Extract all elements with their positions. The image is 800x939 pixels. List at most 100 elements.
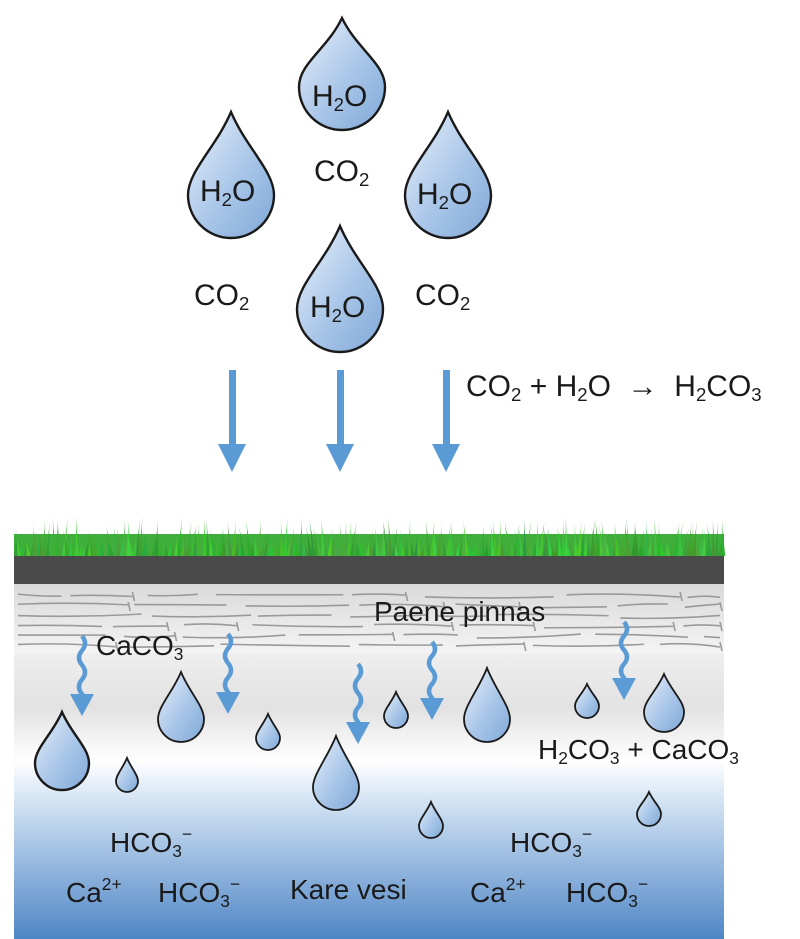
grass-blade (542, 524, 550, 556)
stratum-crack (450, 621, 455, 632)
grass-blade (183, 532, 188, 556)
grass-blade (538, 519, 545, 556)
grass-blade (432, 522, 438, 556)
grass-blade (103, 530, 108, 556)
grass-blade (513, 526, 521, 556)
stratum-line (476, 633, 581, 639)
grass-blade (462, 517, 470, 556)
rain-arrow (326, 370, 354, 472)
stratum-line (17, 643, 116, 648)
grass-blade (305, 524, 313, 556)
grass-blade (409, 534, 415, 556)
bicarbonate-ion-label: HCO3− (566, 874, 649, 911)
grass-blade (561, 518, 566, 556)
grass-blade (339, 522, 345, 556)
stratum-crack (532, 621, 537, 632)
water-drop (463, 665, 511, 743)
grass-blade (686, 521, 693, 556)
grass-blade (449, 519, 454, 556)
seepage-arrow (346, 662, 370, 744)
grass-blade (499, 528, 505, 556)
grass-blade (603, 529, 610, 556)
water-drops (33, 15, 685, 839)
raindrop-label-right: H2O (417, 178, 473, 214)
grass-blade (517, 524, 524, 556)
grass-blade (392, 538, 399, 556)
stratum-crack (679, 591, 683, 602)
grass-blade (330, 537, 335, 556)
grass-blade (714, 522, 719, 556)
grass-blade (167, 538, 172, 556)
grass-blade (298, 516, 303, 556)
grass-blade (591, 526, 598, 556)
carbonic-acid-equation: CO2 + H2O → H2CO3 (466, 370, 762, 406)
grass-blade (193, 527, 198, 556)
grass-blade (161, 540, 166, 556)
grass-blade (357, 533, 364, 556)
grass-blade (647, 526, 653, 556)
co2-label-left: CO2 (194, 279, 250, 315)
stratum-line (595, 633, 688, 639)
grass-blade (100, 539, 105, 556)
stratum-line (533, 643, 644, 648)
grass-blade (293, 532, 300, 556)
grass-blade (522, 519, 527, 556)
grass-blade (222, 529, 226, 556)
hard-water-label: Kare vesi (290, 874, 407, 905)
grass-blade (481, 524, 486, 556)
stratum-line (374, 623, 452, 627)
stratum-line (496, 613, 609, 617)
co2-label-top: CO2 (314, 155, 370, 191)
grass-blade (322, 541, 329, 556)
grass-blade (180, 538, 185, 556)
grass-blade (270, 534, 278, 556)
grass-blade (372, 535, 377, 556)
grass-blade (354, 537, 361, 556)
grass-blade (238, 523, 246, 556)
grass-blade (478, 540, 483, 556)
soil-layer (14, 554, 724, 584)
grass-blade (132, 531, 137, 556)
grass-blade (276, 541, 281, 556)
grass-blade (257, 518, 262, 556)
grass-blade (583, 528, 588, 556)
grass-blade (455, 539, 461, 556)
grass-blade (471, 534, 479, 556)
stratum-line (424, 595, 554, 599)
water-drop (255, 711, 281, 751)
grass-blade (689, 525, 694, 556)
grass-blade (564, 541, 572, 556)
grass-blade (142, 528, 150, 556)
grass-blade (382, 523, 386, 556)
stratum-crack (719, 601, 723, 612)
stratum-line (151, 614, 252, 618)
grass-blade (490, 523, 495, 556)
grass-blade (312, 526, 319, 556)
stratum-line (130, 645, 215, 648)
seepage-arrow (420, 640, 444, 720)
grass-blade (116, 528, 121, 556)
stratum-line (459, 623, 534, 627)
grass-blade (321, 517, 326, 556)
raindrop-label-middle: H2O (310, 291, 366, 327)
grass-blade (177, 517, 183, 556)
grass-blade (286, 531, 293, 556)
grass-blade (270, 539, 274, 556)
grass-blade (446, 523, 451, 556)
grass-blade (462, 529, 466, 556)
stratum-line (123, 635, 175, 639)
grass-blade (148, 535, 153, 556)
water-drop (383, 689, 409, 729)
grass-blade (554, 533, 559, 556)
stratum-line (147, 593, 198, 597)
grass-blade (634, 520, 639, 556)
grass-blade (421, 531, 428, 556)
grass-blade (126, 518, 130, 556)
grass-blade (14, 528, 22, 556)
stratum-line (182, 634, 286, 639)
grass-blade (574, 523, 578, 556)
stratum-crack (442, 601, 447, 612)
grass-blade (135, 519, 140, 556)
grass-blade (580, 522, 585, 556)
